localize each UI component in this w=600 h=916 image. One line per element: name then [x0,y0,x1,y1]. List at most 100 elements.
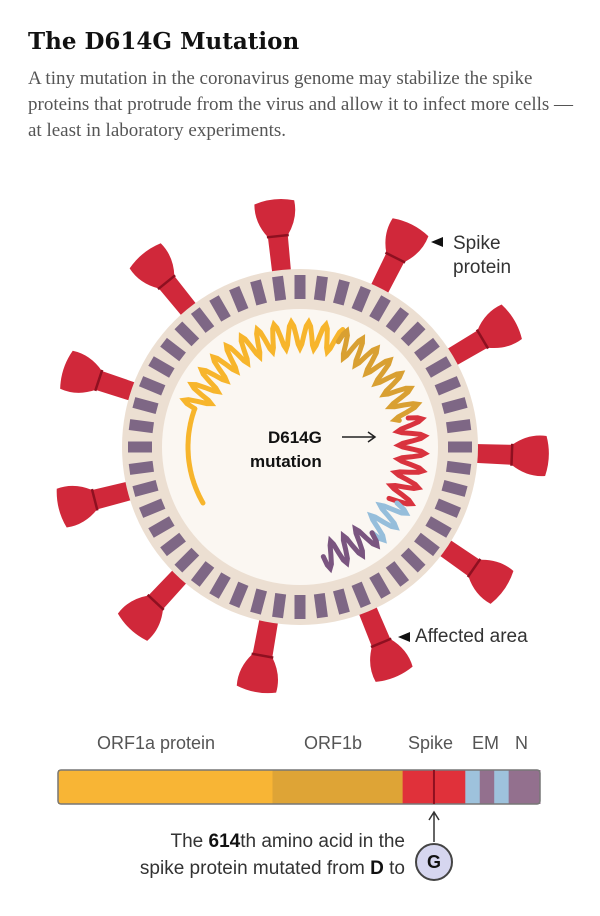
mutation-label-line1: D614G [268,428,322,447]
spike-band [510,443,514,466]
block-rect [294,595,306,619]
gene-label-orf1a: ORF1a protein [97,733,216,753]
rna-segment [320,524,381,574]
membrane-block [441,397,468,415]
membrane-block [128,419,154,434]
caption-bold-d: D [370,858,384,879]
membrane-block [446,460,472,475]
block-rect [132,479,159,497]
membrane-block [369,295,391,322]
mutation-arrow [342,431,377,443]
page-title: The D614G Mutation [28,28,300,55]
block-rect [448,441,472,453]
affected-area-label: Affected area [415,626,528,647]
spike-band [90,488,99,511]
membrane-block [229,581,249,609]
membrane-block [128,441,152,453]
block-rect [128,460,154,475]
block-rect [229,285,249,313]
membrane-block [294,595,306,619]
membrane-block [250,279,268,306]
membrane-block [369,572,391,599]
block-rect [414,532,440,557]
membrane-block [351,285,371,313]
membrane-block [385,561,410,587]
membrane-block [272,275,287,301]
membrane-block [160,337,186,362]
membrane-block [132,397,159,415]
block-rect [250,588,268,615]
mutation-label-line2: mutation [250,452,322,471]
block-rect [138,376,166,396]
block-rect [160,532,186,557]
caption-text: The [170,831,209,852]
rna-segment [179,317,346,412]
block-rect [369,295,391,322]
spike-band [146,593,165,611]
membrane-block [351,581,371,609]
block-rect [250,279,268,306]
block-rect [441,479,468,497]
rna-coil [179,317,430,574]
membrane-block [160,532,186,557]
block-rect [138,498,166,518]
membrane-proteins [128,275,472,619]
caption-text: to [383,858,405,879]
genome-bar-outline [57,769,541,805]
block-rect [209,572,231,599]
genome-segment-n [508,770,541,804]
gene-label-spike: Spike [408,733,454,753]
membrane-block [434,376,462,396]
spike-band [475,328,490,350]
block-rect [434,376,462,396]
membrane-block [229,285,249,313]
spike-label-line1: Spike [453,233,501,254]
genome-segment-m [479,770,495,804]
block-rect [400,321,426,347]
membrane-block [332,588,350,615]
membrane-block [414,532,440,557]
block-rect [272,275,287,301]
block-rect [148,516,175,538]
membrane-block [332,279,350,306]
caption-text: spike protein mutated from [139,858,371,879]
genome-segment-e [465,770,481,804]
affected-pointer-icon [398,632,410,642]
block-rect [446,460,472,475]
spike-pointer-icon [431,237,443,247]
membrane-block [190,307,215,333]
membrane-block [441,479,468,497]
membrane-block [294,275,306,299]
genome-bar [57,769,541,805]
spike-band [94,369,104,392]
membrane-block [446,419,472,434]
mutation-caption: The 614th amino acid in the spike protei… [80,828,405,882]
block-rect [190,561,215,587]
spike-band [251,652,274,659]
block-rect [313,593,328,619]
block-rect [369,572,391,599]
block-rect [174,321,200,347]
genome-segment-small1 [494,770,510,804]
spike-band [266,233,289,239]
block-rect [229,581,249,609]
block-rect [294,275,306,299]
membrane-block [148,356,175,378]
new-residue-badge: G [415,843,453,881]
membrane-block [313,593,328,619]
gene-label-orf1b: ORF1b [304,733,363,753]
membrane-block [174,321,200,347]
block-rect [332,588,350,615]
membrane-block [400,321,426,347]
spike-protein-label: Spike protein [453,232,511,280]
membrane-block [190,561,215,587]
block-rect [272,593,287,619]
membrane-block [385,307,410,333]
membrane-block [272,593,287,619]
spike-band [157,274,176,291]
spike-band [370,637,392,649]
membrane-block [209,295,231,322]
caption-line1: The 614th amino acid in the [80,828,406,855]
membrane-block [434,498,462,518]
